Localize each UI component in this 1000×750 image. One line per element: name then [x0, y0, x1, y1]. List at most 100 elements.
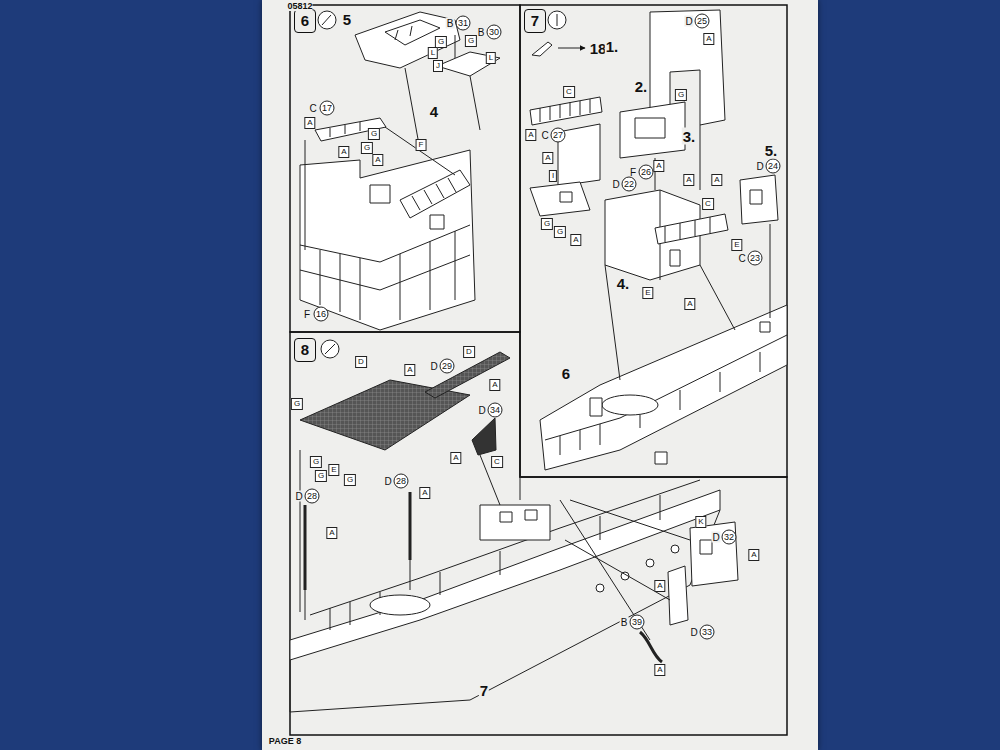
color-code: A [419, 487, 430, 499]
part-c27 [530, 97, 602, 125]
leader-line [605, 125, 770, 380]
sheet-number: 05812 [287, 1, 312, 11]
step-callout: 2. [634, 78, 649, 95]
color-code: C [563, 86, 575, 98]
color-code: A [711, 174, 722, 186]
boat [355, 12, 460, 68]
part-number: 26 [639, 165, 654, 180]
color-code: K [695, 516, 706, 528]
porthole [671, 545, 679, 553]
color-code: D [463, 346, 475, 358]
color-code: A [326, 527, 337, 539]
color-code: A [372, 154, 383, 166]
part-number: 39 [630, 615, 645, 630]
railing [545, 335, 787, 455]
part-d34 [472, 418, 496, 455]
color-code: G [675, 89, 687, 101]
boat-cabin [385, 20, 440, 45]
color-code: A [684, 298, 695, 310]
railing [300, 225, 470, 320]
part-number: 31 [456, 16, 471, 31]
step-badge: 7 [524, 9, 546, 33]
part-letter: F [303, 309, 311, 320]
stairs [400, 170, 470, 218]
leader-line [300, 450, 690, 640]
part-number: 22 [622, 177, 637, 192]
part-number: 30 [487, 25, 502, 40]
step-number: 6 [295, 10, 315, 31]
mast [305, 492, 410, 590]
part-letter: D [755, 161, 764, 172]
part-letter: B [446, 18, 455, 29]
leader-line [305, 68, 480, 250]
step-callout: 5. [764, 142, 779, 159]
deck-fitting [590, 322, 770, 464]
part-letter: C [308, 103, 317, 114]
part-c23 [655, 214, 728, 244]
color-code: A [703, 33, 714, 45]
porthole [596, 584, 604, 592]
step7-art [530, 10, 787, 470]
part-i [530, 182, 590, 216]
step-callout: 1. [605, 38, 620, 55]
lifeboat [602, 395, 658, 415]
step-callout: 6 [561, 365, 571, 382]
color-code: I [549, 170, 557, 182]
color-code: A [654, 664, 665, 676]
ref-arrow [558, 48, 585, 49]
part-number: 33 [700, 625, 715, 640]
part-letter: D [429, 361, 438, 372]
step-number: 7 [525, 10, 545, 31]
part-letter: D [711, 532, 720, 543]
color-code: E [642, 287, 653, 299]
part-number: 17 [320, 101, 335, 116]
color-code: A [450, 452, 461, 464]
color-code: A [304, 117, 315, 129]
ship-deck [540, 305, 787, 470]
color-code: J [433, 60, 443, 72]
part-letter: C [540, 130, 549, 141]
color-code: A [489, 379, 500, 391]
part-number: 27 [551, 128, 566, 143]
part-c17 [315, 118, 386, 141]
color-code: G [554, 226, 566, 238]
color-code: G [291, 398, 303, 410]
color-code: A [570, 234, 581, 246]
grating-arm [425, 352, 510, 398]
panel-frame [290, 5, 520, 332]
part-letter: B [620, 617, 629, 628]
deck-fitting [370, 185, 444, 229]
part-b39 [640, 632, 662, 662]
part-d33 [668, 566, 688, 625]
color-code: A [653, 160, 664, 172]
part-letter: B [477, 27, 486, 38]
ship-stern [300, 150, 475, 330]
step-badge: 8 [294, 338, 316, 362]
step-badge: 6 [294, 9, 316, 33]
part-letter: D [689, 627, 698, 638]
part-number: 28 [394, 474, 409, 489]
step6-art [300, 12, 500, 330]
step-callout: 5 [342, 11, 352, 28]
color-code: A [683, 174, 694, 186]
color-code: G [310, 456, 322, 468]
color-code: A [748, 549, 759, 561]
color-code: L [428, 47, 438, 59]
color-code: G [541, 218, 553, 230]
color-code: G [465, 35, 477, 47]
color-code: E [731, 239, 742, 251]
color-code: G [361, 142, 373, 154]
part-f26 [620, 102, 685, 158]
color-code: C [491, 456, 503, 468]
part-letter: C [737, 253, 746, 264]
color-code: A [654, 580, 665, 592]
part-number: 24 [766, 159, 781, 174]
color-code: F [416, 139, 427, 151]
color-code: L [486, 52, 496, 64]
part-letter: D [294, 491, 303, 502]
knife-icon [532, 42, 552, 56]
superstructure [480, 505, 550, 540]
color-code: A [525, 129, 536, 141]
color-code: A [542, 152, 553, 164]
